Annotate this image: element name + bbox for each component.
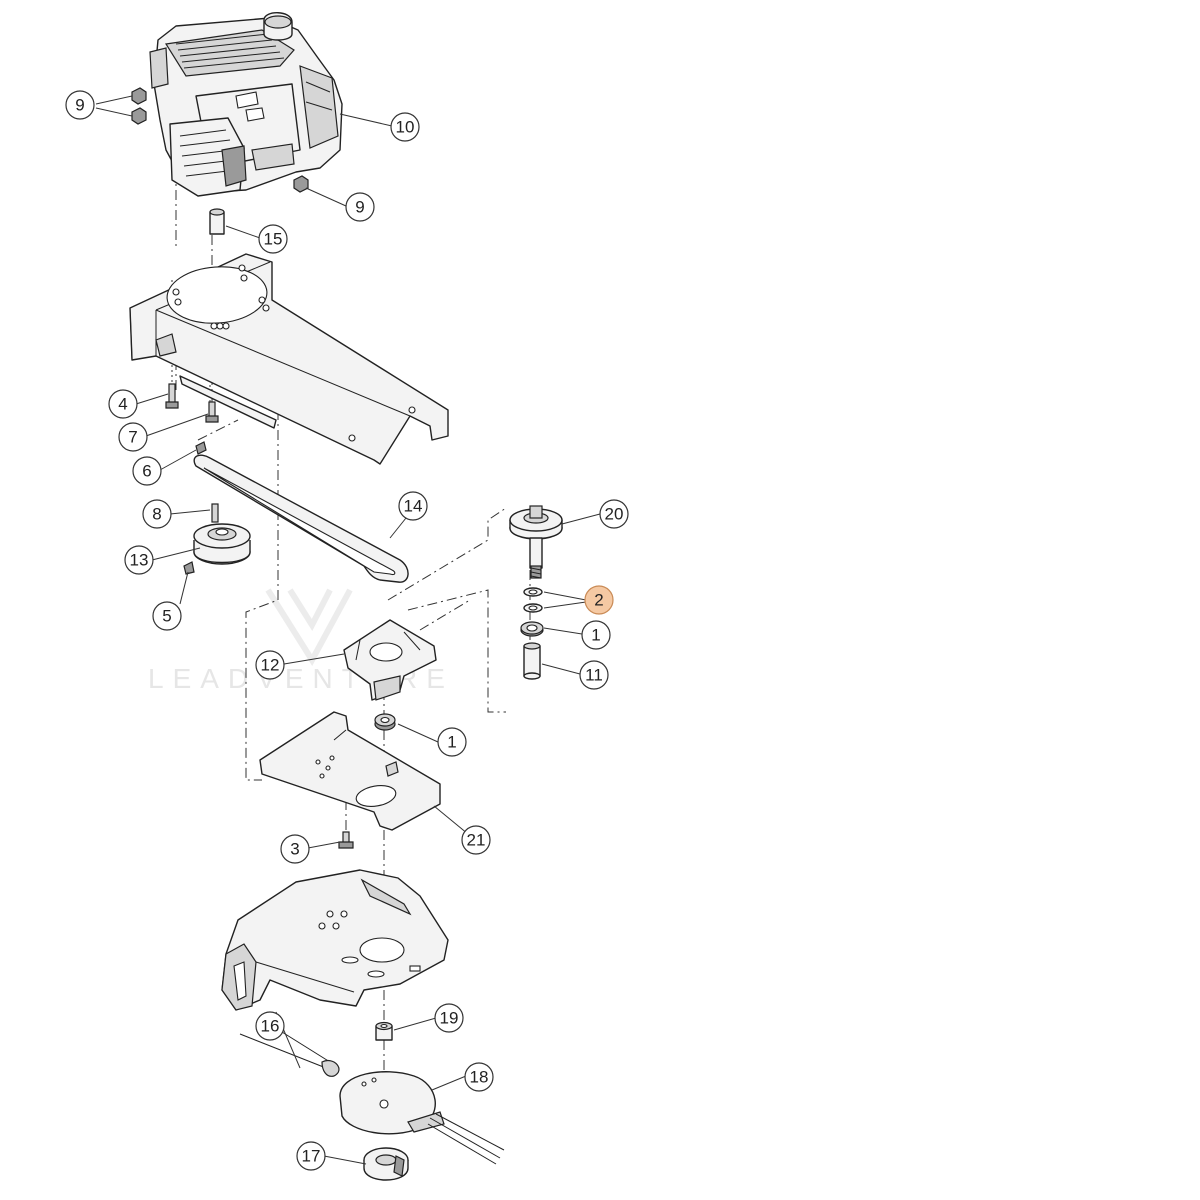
cap-17 (363, 1147, 409, 1181)
svg-text:10: 10 (396, 118, 415, 137)
callout-10: 10 (390, 112, 420, 142)
svg-text:2: 2 (594, 591, 603, 610)
mounting-plate-21 (259, 711, 441, 831)
pulley-13 (183, 503, 251, 575)
spindle-housing-12 (343, 619, 437, 701)
callout-8: 8 (142, 499, 172, 529)
spindle-pulley-20 (509, 505, 563, 579)
callout-2[interactable]: 2 (584, 585, 614, 615)
bearing-1-upper (520, 621, 544, 637)
cutting-deck (221, 869, 449, 1011)
spacer-15 (209, 208, 225, 235)
svg-text:5: 5 (162, 607, 171, 626)
svg-text:12: 12 (261, 656, 280, 675)
callout-5: 5 (152, 601, 182, 631)
callout-7: 7 (118, 422, 148, 452)
callout-17: 17 (296, 1141, 326, 1171)
belt-14 (193, 454, 409, 583)
bolts (165, 383, 219, 455)
svg-text:6: 6 (142, 462, 151, 481)
callout-21: 21 (461, 825, 491, 855)
callout-20: 20 (599, 499, 629, 529)
callout-14: 14 (398, 491, 428, 521)
svg-text:18: 18 (470, 1068, 489, 1087)
svg-text:7: 7 (128, 428, 137, 447)
svg-text:21: 21 (467, 831, 486, 850)
bearing-1-lower (374, 713, 396, 731)
spacer-19 (375, 1021, 393, 1041)
svg-text:13: 13 (130, 551, 149, 570)
watermark-logo-icon (265, 588, 353, 666)
trimmer-line-16 (239, 1021, 340, 1077)
callout-1: 1 (581, 620, 611, 650)
svg-text:1: 1 (447, 733, 456, 752)
svg-text:9: 9 (75, 96, 84, 115)
svg-text:17: 17 (302, 1147, 321, 1166)
screw-3 (338, 831, 354, 849)
leader-lines (95, 95, 601, 1165)
svg-text:11: 11 (585, 666, 603, 685)
svg-text:16: 16 (261, 1017, 280, 1036)
callouts: 9 10 9 15 4 7 6 8 (65, 90, 629, 1171)
cutting-head-18 (339, 1071, 505, 1165)
svg-text:8: 8 (152, 505, 161, 524)
callout-4: 4 (108, 389, 138, 419)
callout-3: 3 (280, 834, 310, 864)
callout-19: 19 (434, 1003, 464, 1033)
callout-12: 12 (255, 650, 285, 680)
svg-text:14: 14 (404, 497, 423, 516)
nuts-9 (131, 87, 309, 193)
callout-16: 16 (255, 1011, 285, 1041)
svg-text:4: 4 (118, 395, 127, 414)
callout-1: 1 (437, 727, 467, 757)
washers-2 (523, 587, 543, 613)
svg-text:19: 19 (440, 1009, 459, 1028)
callout-6: 6 (132, 456, 162, 486)
upper-frame (129, 253, 449, 465)
callout-15: 15 (258, 224, 288, 254)
svg-text:15: 15 (264, 230, 283, 249)
callout-18: 18 (464, 1062, 494, 1092)
callout-13: 13 (124, 545, 154, 575)
svg-text:1: 1 (591, 626, 600, 645)
spacer-tube-11 (523, 642, 541, 680)
svg-text:3: 3 (290, 840, 299, 859)
callout-9: 9 (345, 192, 375, 222)
svg-text:20: 20 (605, 505, 624, 524)
callout-11: 11 (579, 660, 609, 690)
engine (149, 12, 343, 197)
svg-text:9: 9 (355, 198, 364, 217)
callout-9: 9 (65, 90, 95, 120)
